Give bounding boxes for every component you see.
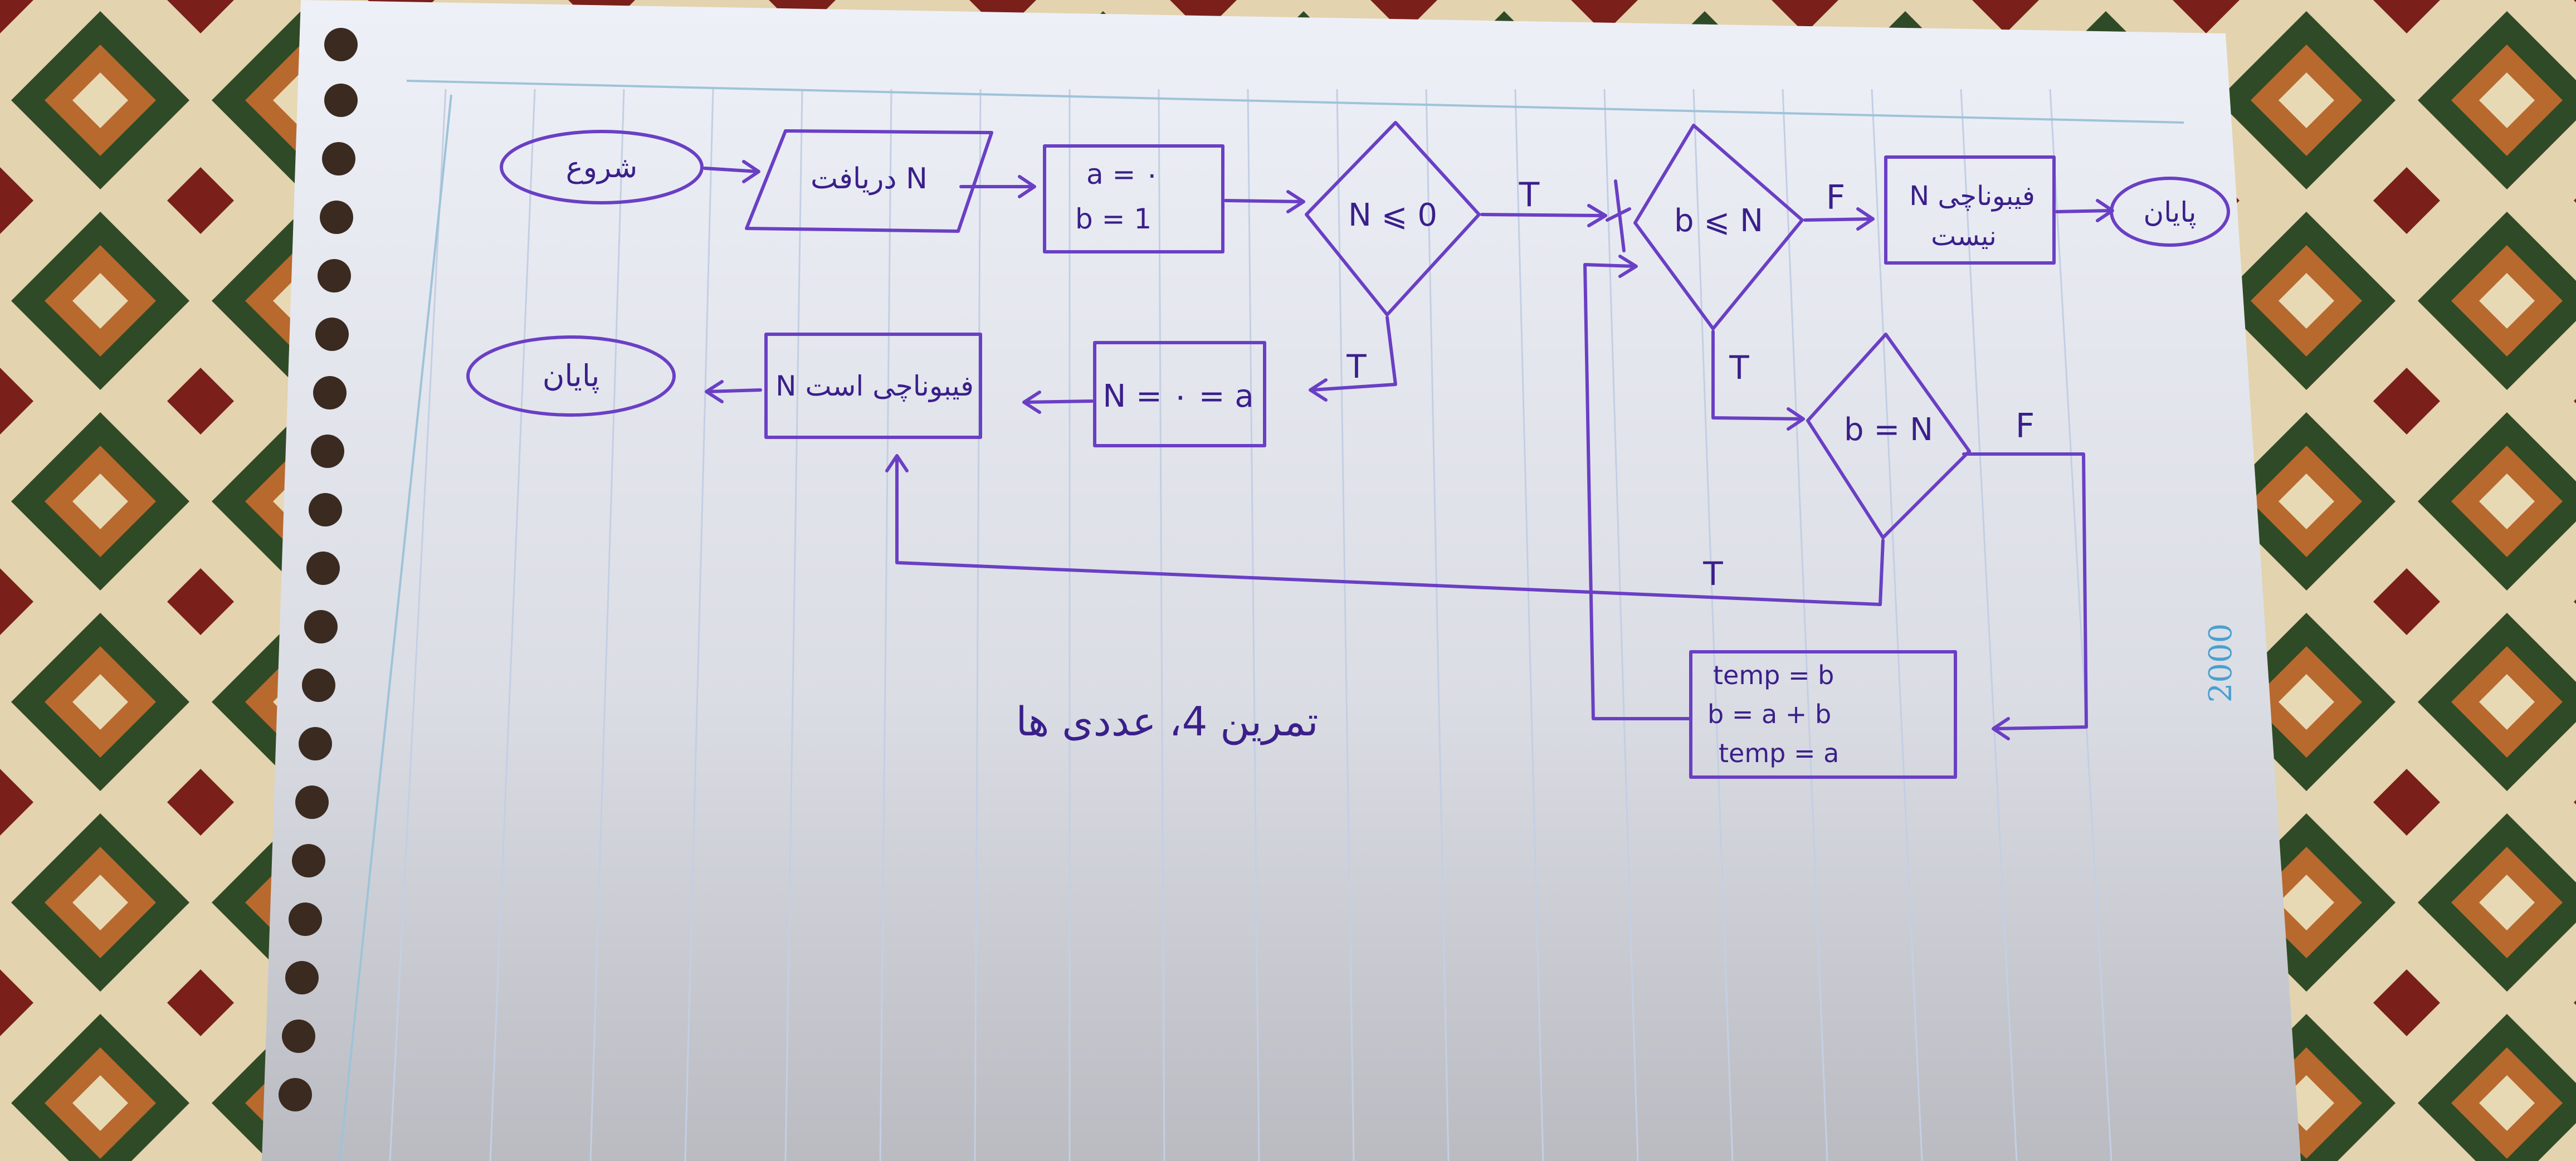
is-fib-label: N فیبوناچی است: [775, 370, 974, 402]
end-right-label: پایان: [2143, 196, 2196, 228]
end-terminal-right: پایان: [2110, 177, 2230, 247]
end-left-label: پایان: [543, 358, 600, 393]
start-label: شروع: [566, 151, 637, 184]
arrow-isfib-end: [706, 388, 762, 393]
input-node: دریافت N: [745, 129, 993, 233]
edge-label-cond-n-true: T: [1519, 175, 1540, 214]
edge-label-cond-n-false: T: [1346, 348, 1367, 386]
arrow-b-le-n-false: [1803, 217, 1874, 222]
init-process: a = ٠ b = 1: [1043, 144, 1224, 253]
arrow-loop-back: [1583, 263, 1692, 720]
arrow-b-eq-n-false: [1962, 452, 2088, 730]
init-a-label: a = ٠: [1086, 158, 1159, 191]
assign-label: N = ٠ = a: [1102, 378, 1253, 414]
decision-n-le-zero: N ⩽ 0: [1305, 121, 1481, 316]
arrow-assign-isfib: [1023, 399, 1094, 404]
cond-b-eq-n-label: b = N: [1844, 412, 1933, 448]
spiral-holes: [279, 28, 358, 1111]
edge-label-b-le-n-false: F: [1826, 178, 1846, 217]
end-terminal-left: پایان: [466, 335, 676, 417]
edge-label-b-le-n-true: T: [1729, 349, 1749, 387]
temp-process: temp = b b = a + b temp = a: [1689, 650, 1957, 779]
arrow-cond-n-true: [1480, 213, 1606, 217]
decision-b-le-n: b ⩽ N: [1633, 124, 1804, 330]
paper-ruling: [389, 89, 2112, 1161]
decision-b-eq-n: b = N: [1806, 333, 1971, 539]
paper-left-margin: [339, 94, 452, 1161]
init-b-label: b = 1: [1075, 203, 1152, 235]
input-label: دریافت N: [811, 162, 928, 196]
temp-line2: b = a + b: [1707, 699, 1831, 729]
not-fib-line2: نیست: [1931, 221, 1997, 252]
arrow-b-eq-n-true: [895, 455, 1885, 606]
margin-number: 2000: [2203, 623, 2239, 703]
edge-label-b-eq-n-false: F: [2016, 407, 2035, 446]
temp-line1: temp = b: [1713, 660, 1834, 690]
cond-b-le-n-label: b ⩽ N: [1674, 203, 1763, 239]
arrow-start-input: [703, 167, 759, 173]
caption: تمرین 4، عددی ها: [1016, 698, 1318, 745]
is-fib-process: N فیبوناچی است: [764, 333, 982, 439]
not-fib-process: N فیبوناچی نیست: [1884, 155, 2056, 265]
cond-n-label: N ⩽ 0: [1348, 197, 1437, 233]
edge-label-b-eq-n-true: T: [1702, 555, 1723, 593]
not-fib-line1: N فیبوناچی: [1909, 181, 2035, 212]
start-terminal: شروع: [500, 130, 704, 204]
arrow-init-cond: [1224, 199, 1304, 203]
temp-line3: temp = a: [1719, 738, 1839, 768]
arrow-not-fib-end: [2055, 209, 2113, 213]
arrow-b-le-n-true: [1711, 330, 1804, 421]
paper-top-margin: [406, 80, 2184, 124]
assign-process: N = ٠ = a: [1093, 341, 1266, 447]
arrow-cond-n-false: [1310, 316, 1397, 392]
